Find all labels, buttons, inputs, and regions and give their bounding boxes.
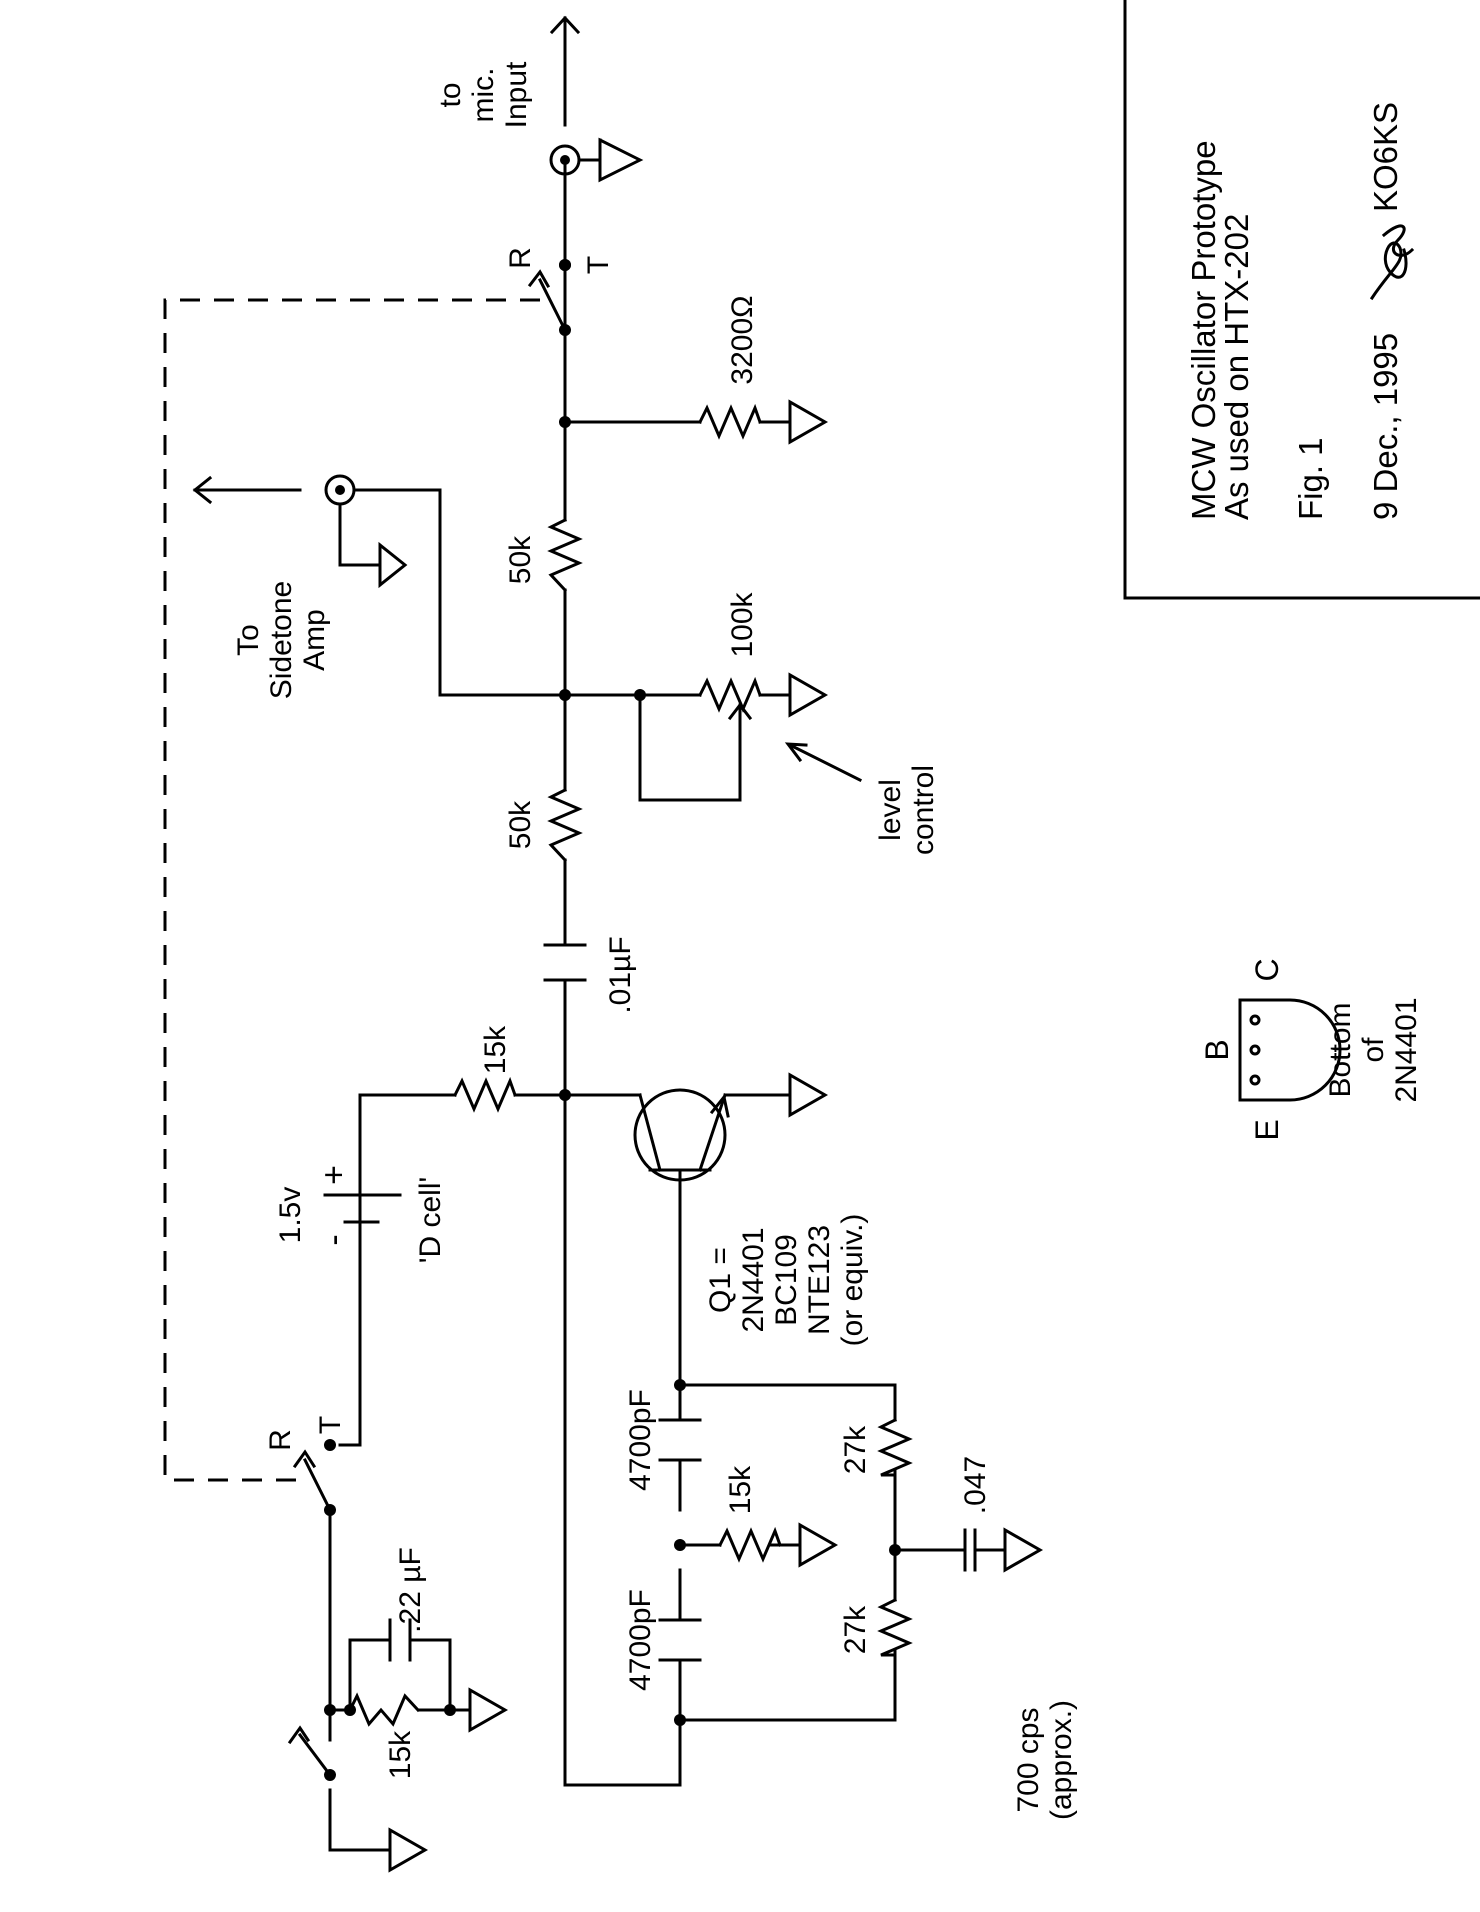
transistor-label-4: NTE123 xyxy=(803,1225,836,1335)
capacitor-047-label: .047 xyxy=(959,1456,992,1514)
pin-b-label: B xyxy=(1199,1039,1235,1060)
transistor-pinout-drawing xyxy=(1238,998,1342,1102)
transistor-label-2: 2N4401 xyxy=(737,1227,770,1332)
mic-output-arrow xyxy=(549,15,581,127)
pinout-caption-3: 2N4401 xyxy=(1390,997,1423,1102)
level-control-label-2: control xyxy=(907,765,940,855)
switch-top-t-label: T xyxy=(582,256,615,274)
resistor-27k-bottom xyxy=(877,1597,913,1657)
sidetone-label-2: Sidetone xyxy=(265,581,298,699)
capacitor-01uf-label: .01µF xyxy=(604,936,637,1013)
resistor-15k-key xyxy=(347,1687,509,1733)
pinout-caption-2: of xyxy=(1357,1037,1390,1063)
capacitor-22uf xyxy=(388,1618,412,1662)
capacitor-4700pf-left-label: 4700pF xyxy=(624,1589,657,1691)
mic-output-label-2: mic. xyxy=(467,68,500,123)
potentiometer-100k-label: 100k xyxy=(726,591,759,657)
author-callsign: KO6KS xyxy=(1367,102,1404,212)
author-signature xyxy=(1369,224,1415,301)
switch-bottom xyxy=(292,1449,333,1513)
drawing-date: 9 Dec., 1995 xyxy=(1367,333,1404,520)
resistor-15k-bias xyxy=(452,1076,517,1113)
resistor-3200-ohm xyxy=(697,399,829,445)
switch-top-r-label: R xyxy=(504,247,537,269)
capacitor-01uf xyxy=(543,858,587,1097)
transistor-label-1: Q1 = xyxy=(704,1247,737,1313)
mic-output-label-1: to xyxy=(434,82,467,107)
resistor-50k-top-label: 50k xyxy=(504,535,537,584)
resistor-50k-bottom xyxy=(547,787,583,863)
figure-number: Fig. 1 xyxy=(1292,437,1329,520)
resistor-3200-ohm-label: 3200Ω xyxy=(726,295,759,384)
transistor-label-5: (or equiv.) xyxy=(836,1214,869,1347)
resistor-27k-top-label: 27k xyxy=(839,1425,872,1474)
resistor-27k-bottom-label: 27k xyxy=(839,1605,872,1654)
resistor-15k-shunt xyxy=(717,1522,839,1568)
transistor-label-3: BC109 xyxy=(770,1234,803,1326)
level-control-arrow xyxy=(784,742,863,783)
resistor-15k-shunt-label: 15k xyxy=(724,1465,757,1514)
title-line-2: As used on HTX-202 xyxy=(1218,214,1255,520)
switch-top xyxy=(527,259,571,333)
key-switch xyxy=(287,1725,429,1873)
battery-voltage-label: 1.5v xyxy=(274,1187,307,1244)
pinout-caption-1: Bottom xyxy=(1324,1002,1357,1097)
resistor-15k-key-label: 15k xyxy=(384,1730,417,1779)
battery-minus-label: - xyxy=(315,1234,353,1245)
potentiometer-100k xyxy=(697,672,829,721)
wiring xyxy=(328,158,1007,1852)
sidetone-output-jack xyxy=(324,474,408,589)
capacitor-4700pf-left xyxy=(658,1618,702,1722)
switch-bottom-r-label: R xyxy=(264,1429,297,1451)
mic-output-jack xyxy=(549,137,644,183)
capacitor-4700pf-right-label: 4700pF xyxy=(624,1389,657,1491)
transistor-q1 xyxy=(633,1072,829,1182)
capacitor-4700pf-right xyxy=(658,1418,702,1462)
pin-c-label: C xyxy=(1249,958,1285,981)
battery-type-label: 'D cell' xyxy=(414,1177,447,1263)
capacitor-047 xyxy=(963,1527,1044,1573)
resistor-27k-top xyxy=(877,1417,913,1477)
resistor-50k-top xyxy=(547,517,583,593)
switch-bottom-t-label: T xyxy=(314,1416,347,1434)
title-line-1: MCW Oscillator Prototype xyxy=(1185,140,1222,520)
capacitor-22uf-label: .22 µF xyxy=(394,1547,427,1633)
level-control-label-1: level xyxy=(874,779,907,841)
resistor-50k-bottom-label: 50k xyxy=(504,800,537,849)
switch-ganging-link xyxy=(163,298,540,1482)
sidetone-label-3: Amp xyxy=(298,609,331,671)
frequency-label-2: (approx.) xyxy=(1045,1700,1078,1820)
resistor-15k-bias-label: 15k xyxy=(479,1025,512,1074)
mic-output-label-3: Input xyxy=(500,61,533,128)
sidetone-output-arrow xyxy=(192,475,302,505)
frequency-label-1: 700 cps xyxy=(1012,1707,1045,1812)
battery-d-cell xyxy=(323,1093,402,1447)
sidetone-label-1: To xyxy=(232,624,265,656)
pin-e-label: E xyxy=(1249,1119,1285,1140)
battery-plus-label: + xyxy=(315,1165,353,1185)
title-block: MCW Oscillator Prototype As used on HTX-… xyxy=(1123,0,1480,600)
